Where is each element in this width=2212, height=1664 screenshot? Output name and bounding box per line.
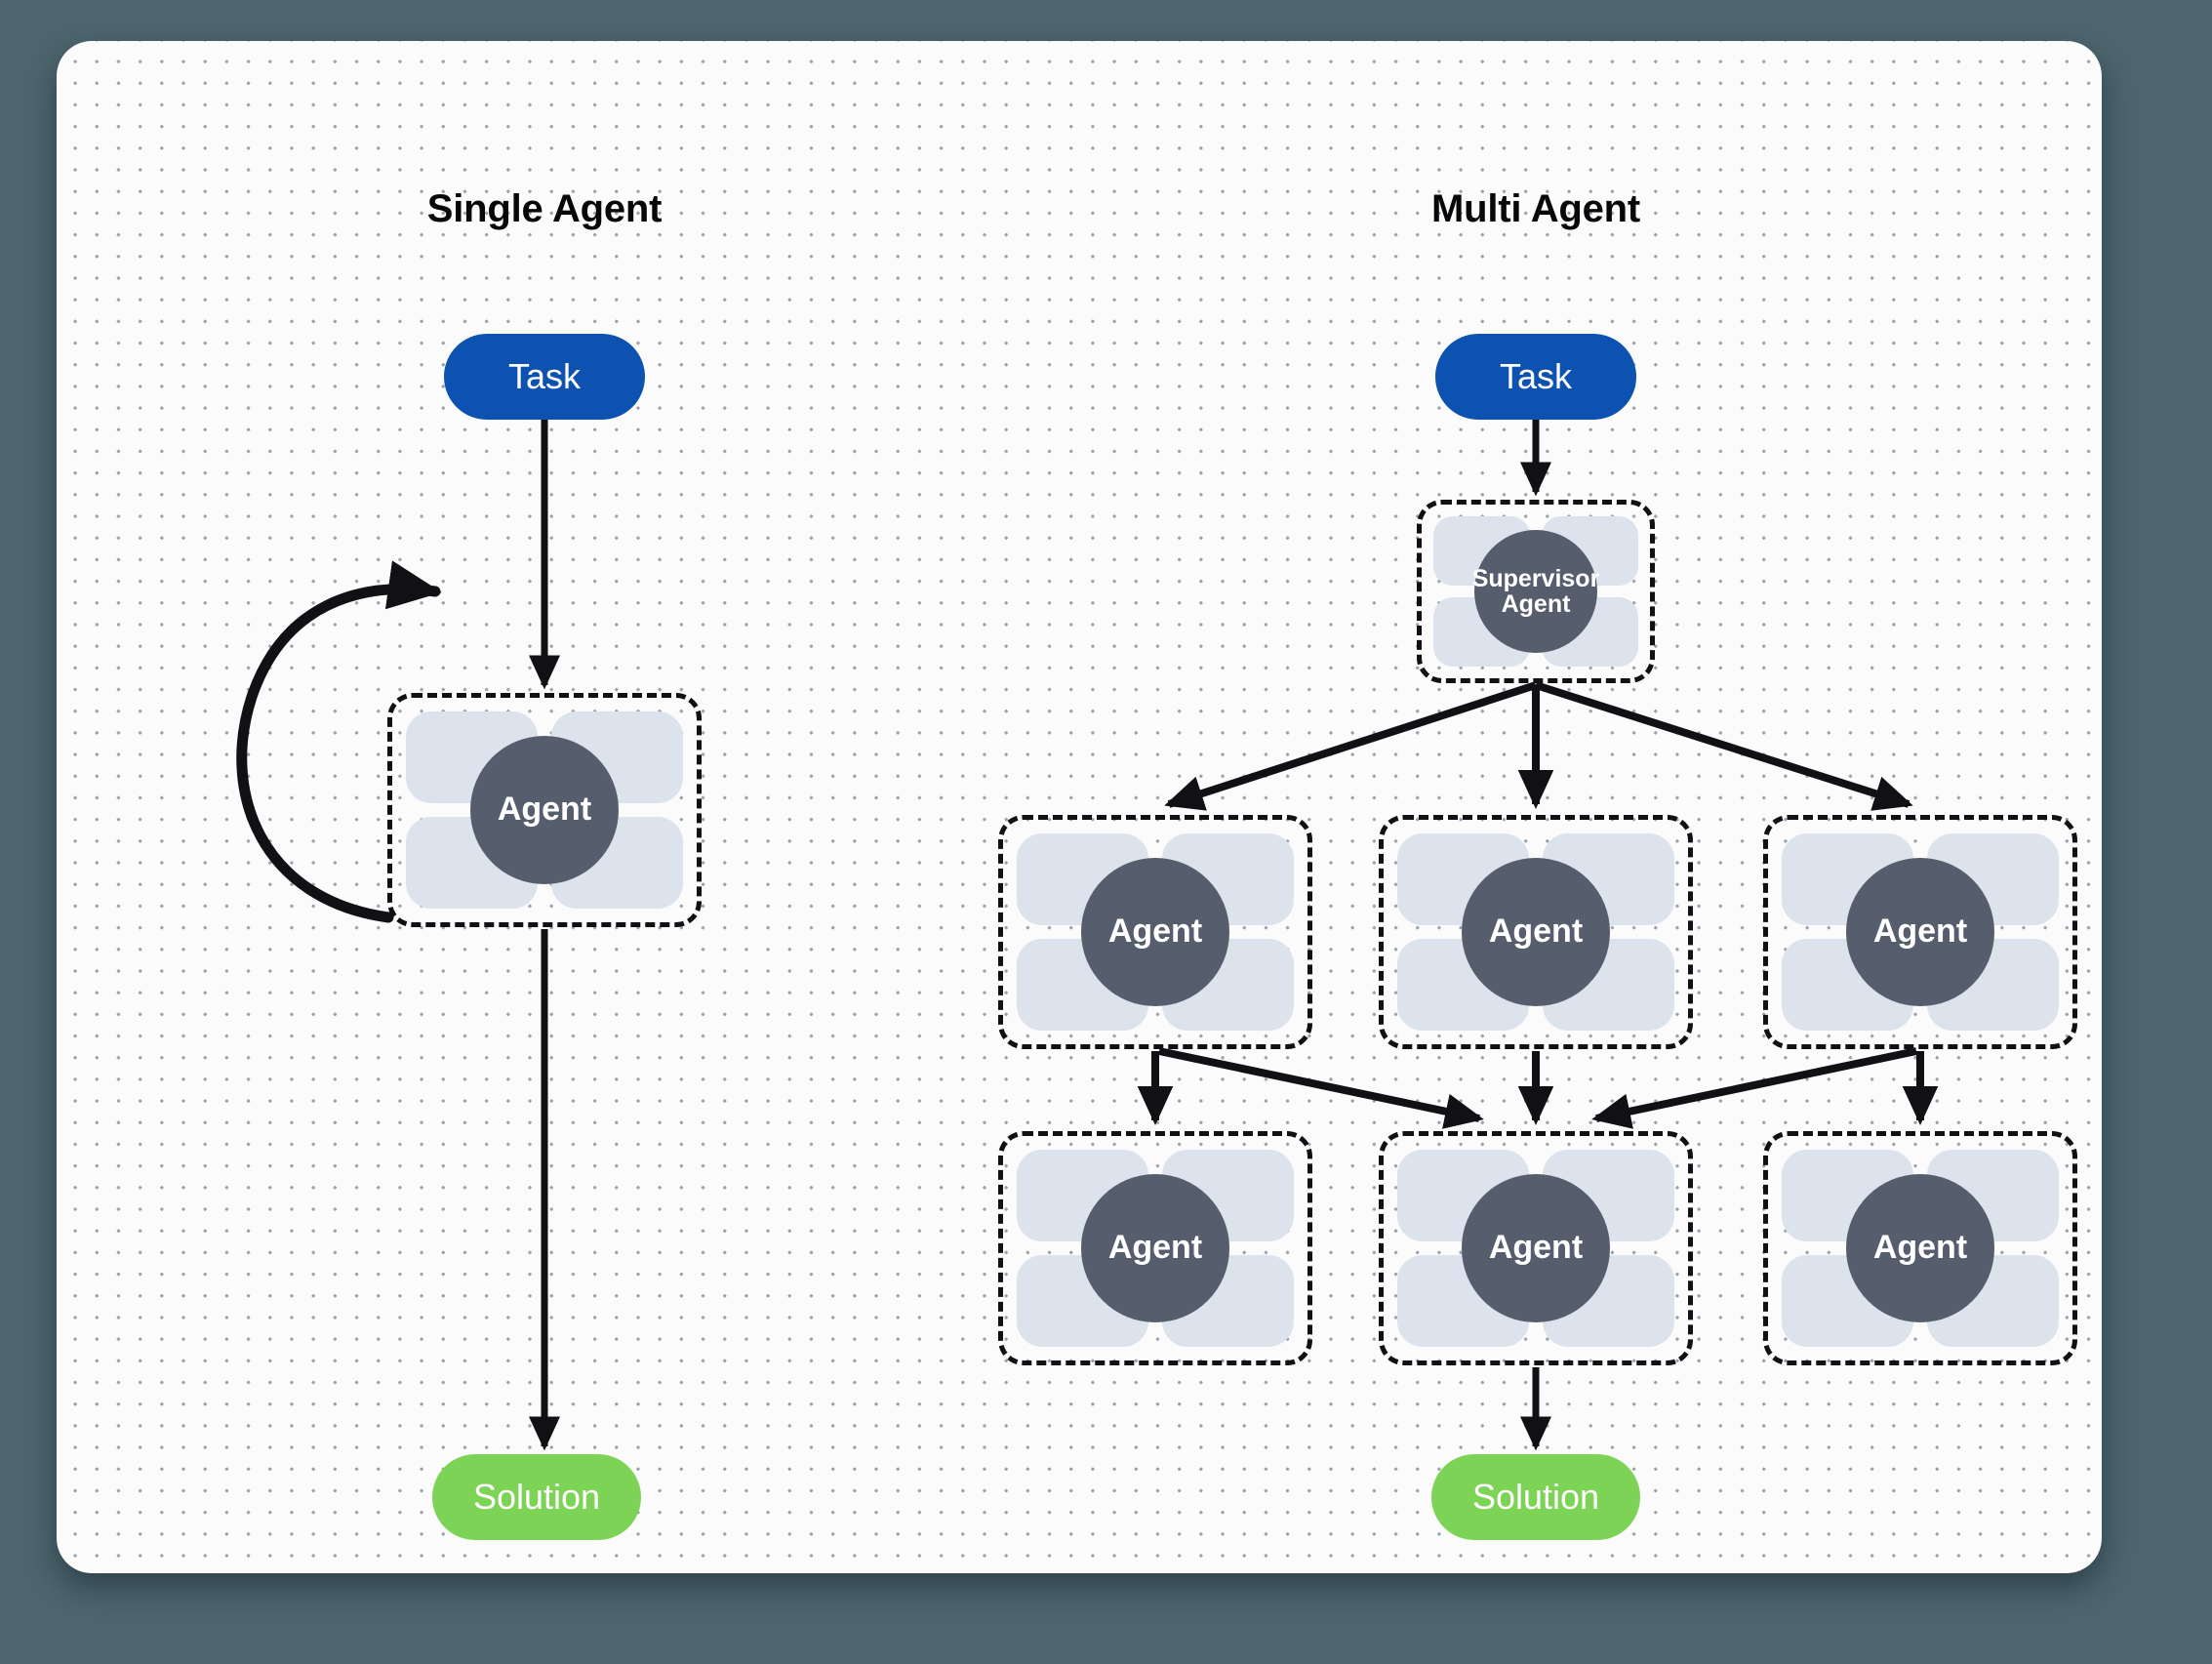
supervisor-agent-circle-label: Supervisor Agent bbox=[1472, 530, 1599, 653]
agent-circle-label: Agent bbox=[1081, 1174, 1229, 1322]
edge-row1-right-to-row2-mid bbox=[1591, 1047, 1917, 1129]
diagram-card: Single Agent Multi Agent Task Agent Solu… bbox=[57, 41, 2102, 1573]
edge-supervisor-to-row1-right bbox=[1534, 681, 1913, 811]
agent-circle-label: Agent bbox=[1081, 858, 1229, 1006]
agent-cluster-row1-left[interactable]: Agent bbox=[998, 815, 1312, 1049]
agent-cluster-row2-mid[interactable]: Agent bbox=[1379, 1131, 1693, 1365]
agent-circle-label: Agent bbox=[1462, 1174, 1610, 1322]
agent-cluster-row2-left[interactable]: Agent bbox=[998, 1131, 1312, 1365]
agent-circle-label: Agent bbox=[1462, 858, 1610, 1006]
agent-circle-label: Agent bbox=[1846, 858, 1994, 1006]
agent-circle-label: Agent bbox=[470, 736, 619, 884]
agent-cluster-row1-right[interactable]: Agent bbox=[1763, 815, 2077, 1049]
agent-cluster-row1-mid[interactable]: Agent bbox=[1379, 815, 1693, 1049]
column-title-multi-agent: Multi Agent bbox=[1430, 187, 1641, 230]
solution-node-multi[interactable]: Solution bbox=[1431, 1454, 1640, 1540]
agent-circle-label: Agent bbox=[1846, 1174, 1994, 1322]
agent-cluster-row2-right[interactable]: Agent bbox=[1763, 1131, 2077, 1365]
agent-cluster-single[interactable]: Agent bbox=[387, 693, 702, 927]
task-node-single[interactable]: Task bbox=[444, 334, 645, 420]
edge-supervisor-to-row1-left bbox=[1164, 681, 1538, 811]
edge-row1-left-to-row2-mid bbox=[1158, 1047, 1484, 1129]
column-title-single-agent: Single Agent bbox=[426, 187, 663, 230]
solution-node-single[interactable]: Solution bbox=[432, 1454, 641, 1540]
supervisor-agent-cluster[interactable]: Supervisor Agent bbox=[1417, 500, 1655, 683]
task-node-multi[interactable]: Task bbox=[1435, 334, 1636, 420]
